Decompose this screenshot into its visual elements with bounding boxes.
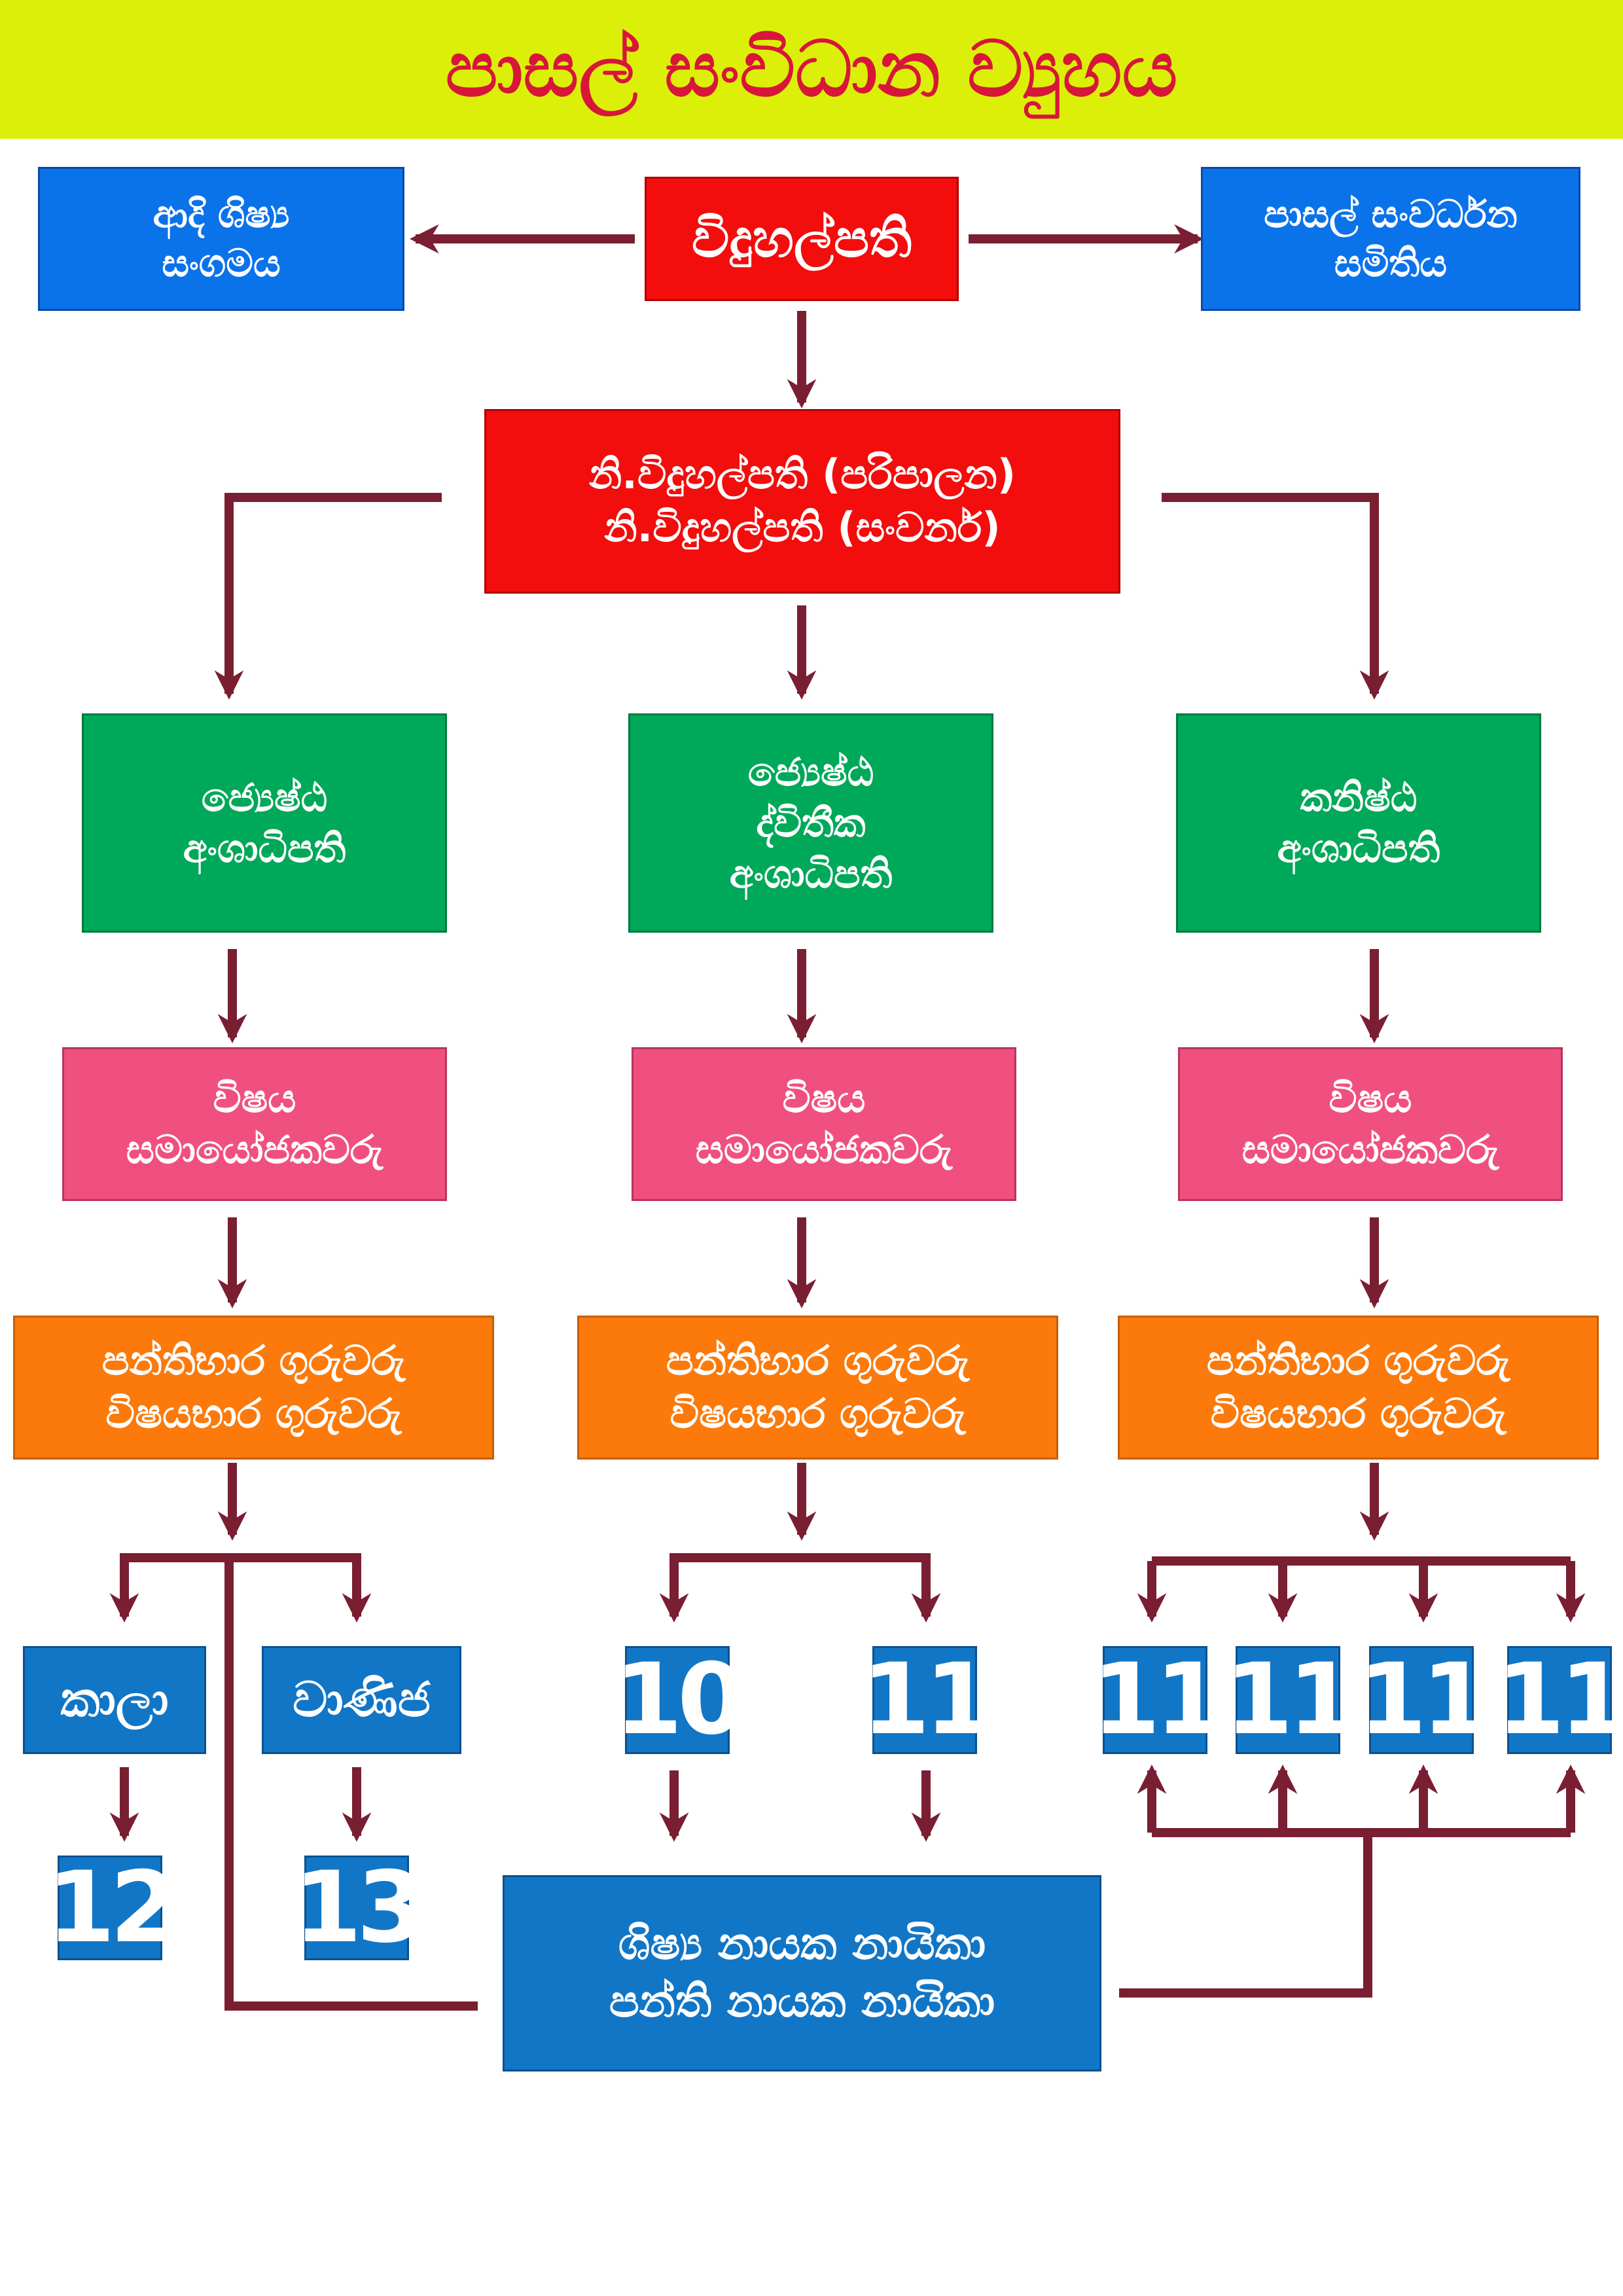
sdc-line-2: සමිතිය	[1334, 241, 1448, 285]
coordinators-line: විෂය	[1329, 1075, 1412, 1122]
stream-arts: කාලා	[23, 1646, 206, 1754]
coordinators-box-1: විෂය සමායෝජකවරු	[62, 1047, 447, 1201]
grade-label: 13	[293, 1850, 425, 1965]
teachers-box-1: පන්තිභාර ගුරුවරු විෂයභාර ගුරුවරු	[13, 1316, 494, 1460]
grade-13-box: 13	[294, 1851, 425, 1965]
sdc-box: පාසල් සංවර්ධන සමිතිය	[1201, 167, 1580, 311]
teachers-line: පන්තිභාර ගුරුවරු	[1206, 1336, 1510, 1385]
coordinators-box-2: විෂය සමායෝජකවරු	[632, 1047, 1016, 1201]
section-head-line: ජ්‍යෙෂ්ඨ	[747, 749, 874, 795]
prefects-line: ශිෂ්‍ය නායක නායිකා	[618, 1918, 986, 1970]
coordinators-line: සමායෝජකවරු	[695, 1126, 953, 1173]
coordinators-line: සමායෝජකවරු	[1241, 1126, 1499, 1173]
arrow-deputy-right	[1162, 493, 1389, 700]
prefects-box: ශිෂ්‍ය නායක නායිකා පන්ති නායක නායිකා	[503, 1875, 1101, 2072]
section-head-line: ජ්‍යෙෂ්ඨ	[201, 774, 328, 821]
grade-label: 11	[1224, 1643, 1357, 1757]
section-head-senior: ජ්‍යෙෂ්ඨ අංශාධිපති	[82, 713, 447, 933]
teachers-line: විෂයභාර ගුරුවරු	[1210, 1390, 1507, 1437]
section-head-senior-secondary: ජ්‍යෙෂ්ඨ ද්විතීක අංශාධිපති	[628, 713, 993, 933]
stream-arts-label: කාලා	[60, 1672, 169, 1729]
section-head-line: අංශාධිපති	[729, 851, 893, 897]
grade-label: 11	[1496, 1643, 1623, 1757]
coordinators-line: විෂය	[782, 1075, 866, 1122]
header-banner	[0, 0, 1623, 139]
grade-12-box: 12	[47, 1851, 179, 1965]
line-left-to-prefects	[224, 1561, 478, 2011]
teachers-box-3: පන්තිභාර ගුරුවරු විෂයභාර ගුරුවරු	[1118, 1316, 1599, 1460]
section-head-line: අංශාධිපති	[183, 825, 346, 872]
page-title: පාසල් සංවිධාන ව්‍යුහය	[445, 24, 1178, 114]
sdc-line-1: පාසල් සංවර්ධන	[1264, 191, 1518, 236]
section-head-line: අංශාධිපති	[1277, 825, 1440, 872]
prefects-line: පන්ති නායක නායිකා	[609, 1976, 995, 2028]
arrow-mid-11	[674, 1553, 941, 1623]
coordinators-box-3: විෂය සමායෝජකවරු	[1178, 1047, 1563, 1201]
arrow-deputy-left	[214, 493, 442, 700]
principal-label: විදුහල්පති	[691, 208, 912, 269]
coordinators-line: සමායෝජකවරු	[126, 1126, 383, 1173]
section-head-junior: කනිෂ්ඨ අංශාධිපති	[1176, 713, 1541, 933]
grade-box-junior-3: 11	[1359, 1643, 1490, 1757]
teachers-line: පන්තිභාර ගුරුවරු	[666, 1336, 970, 1385]
alumni-box: ආදි ශිෂ්‍ය සංගමය	[38, 167, 404, 311]
principal-box: විදුහල්පති	[645, 177, 959, 301]
grade-label: 11	[1092, 1643, 1224, 1757]
grade-box-junior-2: 11	[1225, 1643, 1357, 1757]
alumni-line-2: සංගමය	[162, 241, 281, 285]
deputy-line-1: නි.විදුහල්පති (පරිපාලන)	[588, 450, 1016, 499]
grade-label: 10	[614, 1643, 746, 1757]
teachers-box-2: පන්තිභාර ගුරුවරු විෂයභාර ගුරුවරු	[577, 1316, 1058, 1460]
arrow-mid-10	[659, 1553, 926, 1623]
grade-box-mid-1: 10	[615, 1643, 746, 1757]
grade-label: 11	[861, 1643, 993, 1757]
grade-box-junior-4: 11	[1497, 1643, 1623, 1757]
section-head-line: ද්විතීක	[756, 800, 866, 846]
deputy-line-2: නි.විදුහල්පති (සංවර්න)	[604, 503, 1001, 551]
grade-label: 11	[1358, 1643, 1490, 1757]
grade-label: 12	[46, 1850, 179, 1965]
alumni-line-1: ආදි ශිෂ්‍ය	[152, 191, 290, 236]
coordinators-line: විෂය	[213, 1075, 296, 1122]
teachers-line: විෂයභාර ගුරුවරු	[669, 1390, 966, 1437]
arrow-left-commerce	[342, 1553, 372, 1623]
deputy-box: නි.විදුහල්පති (පරිපාලන) නි.විදුහල්පති (ස…	[484, 409, 1120, 594]
grade-box-junior-1: 11	[1092, 1643, 1224, 1757]
teachers-line: විෂයභාර ගුරුවරු	[105, 1390, 402, 1437]
stream-commerce: වාණිජ	[262, 1646, 461, 1754]
teachers-line: පන්තිභාර ගුරුවරු	[101, 1336, 406, 1385]
line-junior-to-prefects	[1119, 1833, 1372, 1998]
section-head-line: කනිෂ්ඨ	[1300, 774, 1418, 821]
grade-box-mid-2: 11	[862, 1643, 993, 1757]
arrow-left-arts	[109, 1553, 344, 1623]
stream-commerce-label: වාණිජ	[293, 1672, 431, 1729]
